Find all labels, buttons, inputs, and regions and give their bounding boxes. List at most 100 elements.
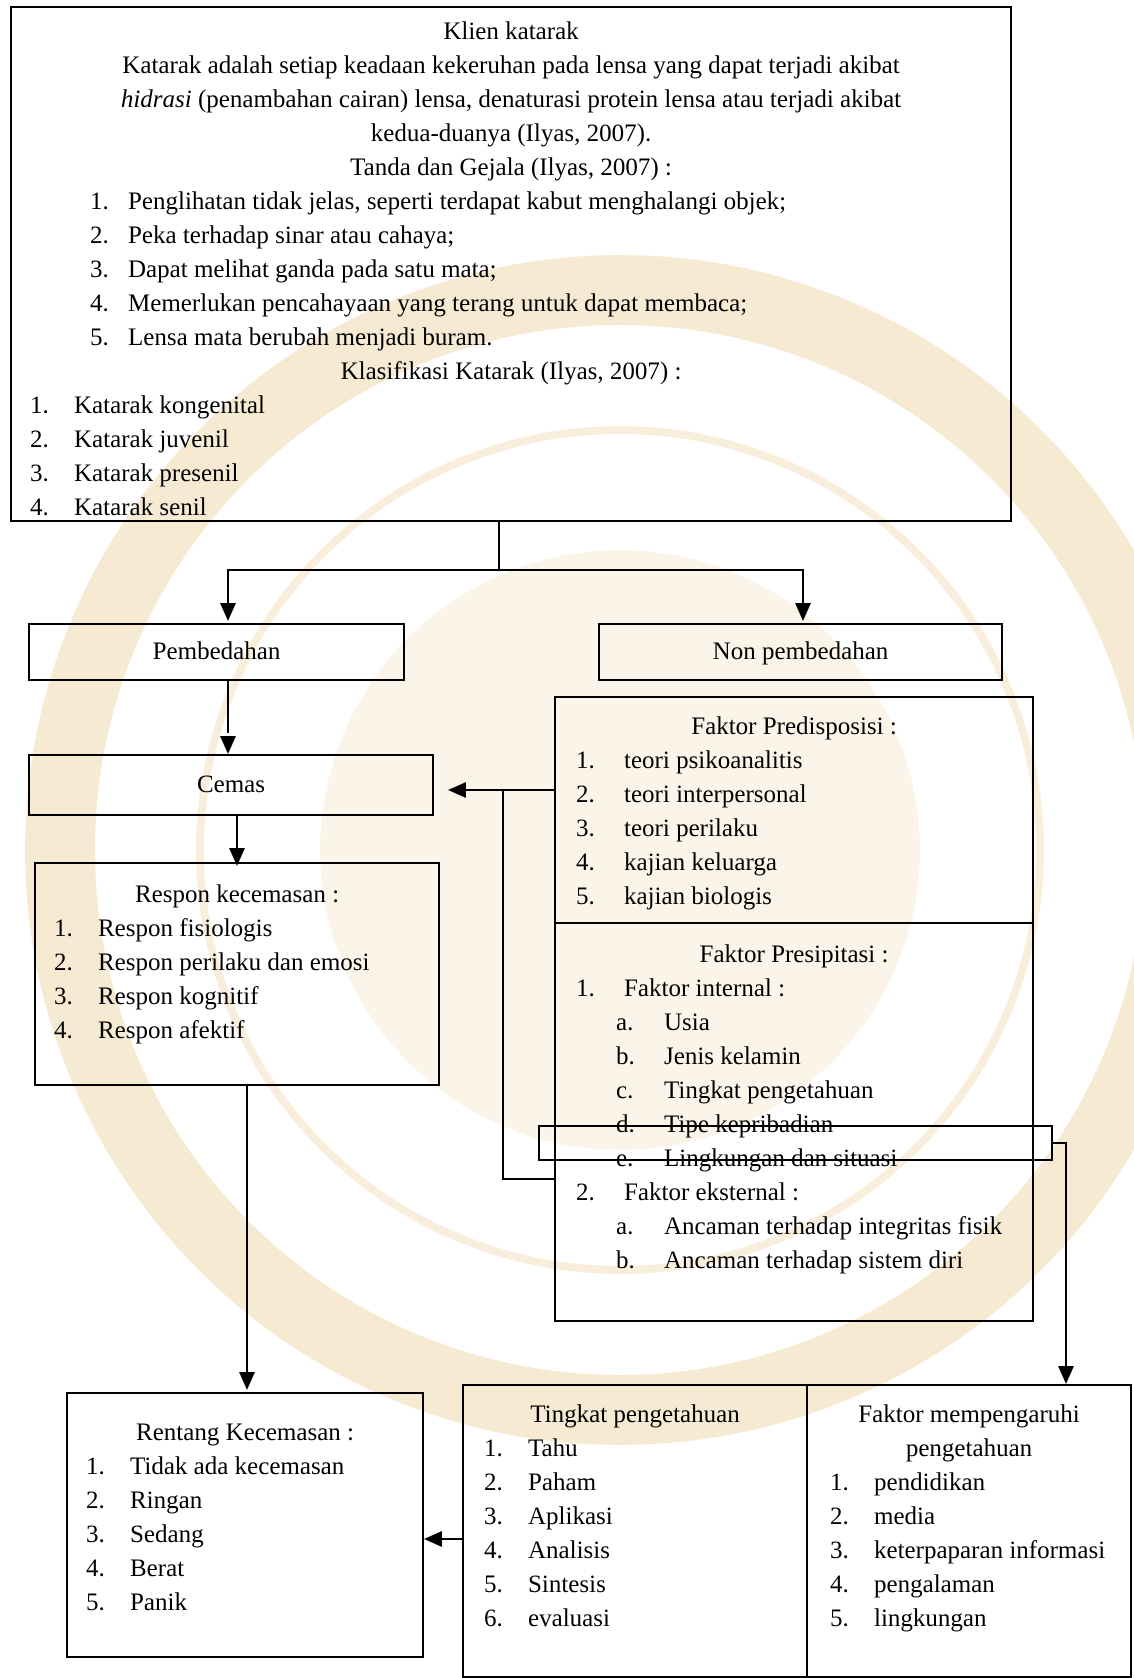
tingkat-item-number: 1. bbox=[484, 1435, 503, 1462]
arrow-to-cemas bbox=[220, 736, 236, 754]
eksternal-item: a.Ancaman terhadap integritas fisik bbox=[616, 1210, 1016, 1244]
predisposisi-item-number: 3. bbox=[576, 815, 595, 842]
rentang-item-number: 1. bbox=[86, 1453, 105, 1480]
internal-item: e.Lingkungan dan situasi bbox=[616, 1142, 1032, 1176]
klasifikasi-item-text: Katarak presenil bbox=[74, 460, 239, 487]
loop-horizontal-bottom bbox=[502, 1178, 554, 1180]
respon-item-number: 2. bbox=[54, 949, 73, 976]
internal-item-number: c. bbox=[616, 1077, 634, 1104]
faktor-pengetahuan-item-number: 3. bbox=[830, 1537, 849, 1564]
rentang-title: Rentang Kecemasan : bbox=[136, 1419, 354, 1446]
eksternal-item-text: Ancaman terhadap sistem diri bbox=[664, 1247, 964, 1274]
tanda-item-text: Dapat melihat ganda pada satu mata; bbox=[128, 256, 497, 283]
tingkat-title: Tingkat pengetahuan bbox=[530, 1401, 740, 1428]
tanda-item-text: Lensa mata berubah menjadi buram. bbox=[128, 324, 493, 351]
connector-cemas-respon bbox=[236, 816, 238, 852]
internal-item-text: Tipe kepribadian bbox=[664, 1111, 834, 1138]
respon-item-text: Respon perilaku dan emosi bbox=[98, 949, 370, 976]
tanda-item: 3. Dapat melihat ganda pada satu mata; bbox=[90, 253, 1010, 287]
klasifikasi-item: 3.Katarak presenil bbox=[30, 457, 1010, 491]
rentang-item-number: 2. bbox=[86, 1487, 105, 1514]
tingkat-item-text: Paham bbox=[528, 1469, 597, 1496]
faktor-internal-heading: 1. Faktor internal : bbox=[576, 975, 786, 1002]
respon-item: 3. Respon kognitif bbox=[54, 980, 422, 1014]
connector-right-drop bbox=[802, 569, 804, 605]
internal-item: a.Usia bbox=[616, 1006, 1032, 1040]
connector-highlight-right bbox=[1053, 1142, 1067, 1144]
tingkat-item-number: 3. bbox=[484, 1503, 503, 1530]
tanda-gejala-list: 1. Penglihatan tidak jelas, seperti terda… bbox=[12, 185, 1010, 355]
faktor-pengetahuan-item-text: media bbox=[874, 1503, 936, 1530]
arrow-to-non-pembedahan bbox=[795, 603, 811, 621]
definition-line-1: Katarak adalah setiap keadaan kekeruhan … bbox=[122, 52, 900, 79]
faktor-pengetahuan-item-text: pengalaman bbox=[874, 1571, 995, 1598]
tingkat-item-number: 2. bbox=[484, 1469, 503, 1496]
faktor-pengetahuan-item: 2.media bbox=[830, 1500, 1130, 1534]
loop-vertical bbox=[502, 789, 504, 1180]
arrow-to-rentang bbox=[239, 1372, 255, 1390]
tingkat-item-number: 4. bbox=[484, 1537, 503, 1564]
klasifikasi-item-number: 2. bbox=[30, 426, 49, 453]
connector-pembedahan-cemas bbox=[227, 681, 229, 733]
internal-item-number: d. bbox=[616, 1111, 635, 1138]
klasifikasi-item-number: 4. bbox=[30, 494, 49, 521]
tanda-item-text: Peka terhadap sinar atau cahaya; bbox=[128, 222, 455, 249]
definition-line-3: kedua-duanya (Ilyas, 2007). bbox=[370, 120, 652, 147]
predisposisi-item: 3.teori perilaku bbox=[576, 812, 1032, 846]
eksternal-item-number: a. bbox=[616, 1213, 634, 1240]
arrow-to-faktor-pengetahuan bbox=[1058, 1366, 1074, 1384]
predisposisi-item-text: teori psikoanalitis bbox=[624, 747, 803, 774]
rentang-item: 5.Panik bbox=[86, 1586, 422, 1620]
tingkat-item-text: Tahu bbox=[528, 1435, 578, 1462]
klien-katarak-box: Klien katarak Katarak adalah setiap kead… bbox=[10, 6, 1012, 522]
respon-item: 2. Respon perilaku dan emosi bbox=[54, 946, 422, 980]
connector-branch-horizontal bbox=[227, 569, 804, 571]
rentang-item-text: Ringan bbox=[130, 1487, 203, 1514]
tingkat-item-text: evaluasi bbox=[528, 1605, 610, 1632]
predisposisi-item-number: 4. bbox=[576, 849, 595, 876]
klasifikasi-item: 1.Katarak kongenital bbox=[30, 389, 1010, 423]
rentang-item-number: 4. bbox=[86, 1555, 105, 1582]
tanda-item-number: 2. bbox=[90, 222, 109, 249]
tanda-item-number: 1. bbox=[90, 188, 109, 215]
rentang-kecemasan-box: Rentang Kecemasan : 1. Tidak ada kecemasa… bbox=[66, 1392, 424, 1658]
internal-item-text: Tingkat pengetahuan bbox=[664, 1077, 874, 1104]
klasifikasi-item-text: Katarak senil bbox=[74, 494, 207, 521]
predisposisi-item: 2.teori interpersonal bbox=[576, 778, 1032, 812]
arrow-to-respon bbox=[229, 848, 245, 866]
faktor-pengetahuan-item: 3.keterpaparan informasi bbox=[830, 1534, 1130, 1568]
respon-item-number: 3. bbox=[54, 983, 73, 1010]
pembedahan-box: Pembedahan bbox=[28, 623, 405, 681]
tanda-item-number: 3. bbox=[90, 256, 109, 283]
faktor-mempengaruhi-box: Faktor mempengaruhi pengetahuan 1.pendid… bbox=[806, 1384, 1132, 1678]
internal-item-number: b. bbox=[616, 1043, 635, 1070]
faktor-pengetahuan-item-text: pendidikan bbox=[874, 1469, 986, 1496]
predisposisi-title: Faktor Predisposisi : bbox=[691, 713, 897, 740]
arrow-to-rentang-from-tingkat bbox=[424, 1531, 442, 1547]
predisposisi-item: 1.teori psikoanalitis bbox=[576, 744, 1032, 778]
tingkat-item: 1. Tahu bbox=[484, 1432, 806, 1466]
faktor-presipitasi-box: Faktor Presipitasi : 1. Faktor internal … bbox=[554, 922, 1034, 1322]
faktor-pengetahuan-item: 1.pendidikan bbox=[830, 1466, 1130, 1500]
tingkat-pengetahuan-highlight bbox=[538, 1125, 1053, 1161]
internal-item-number: a. bbox=[616, 1009, 634, 1036]
tanda-item: 1. Penglihatan tidak jelas, seperti terda… bbox=[90, 185, 1010, 219]
tingkat-item-text: Analisis bbox=[528, 1537, 610, 1564]
tanda-item-text: Penglihatan tidak jelas, seperti terdapa… bbox=[128, 188, 787, 215]
definition-italic-term: hidrasi bbox=[120, 86, 192, 113]
cemas-box: Cemas bbox=[28, 754, 434, 816]
tanda-title: Tanda dan Gejala (Ilyas, 2007) : bbox=[350, 154, 672, 181]
rentang-item-number: 5. bbox=[86, 1589, 105, 1616]
respon-item-text: Respon kognitif bbox=[98, 983, 259, 1010]
predisposisi-item-number: 5. bbox=[576, 883, 595, 910]
klasifikasi-item-text: Katarak juvenil bbox=[74, 426, 229, 453]
respon-item: 1.Respon fisiologis bbox=[54, 912, 422, 946]
non-pembedahan-box: Non pembedahan bbox=[598, 623, 1003, 681]
respon-item: 4.Respon afektif bbox=[54, 1014, 422, 1048]
rentang-item-text: Tidak ada kecemasan bbox=[130, 1453, 345, 1480]
